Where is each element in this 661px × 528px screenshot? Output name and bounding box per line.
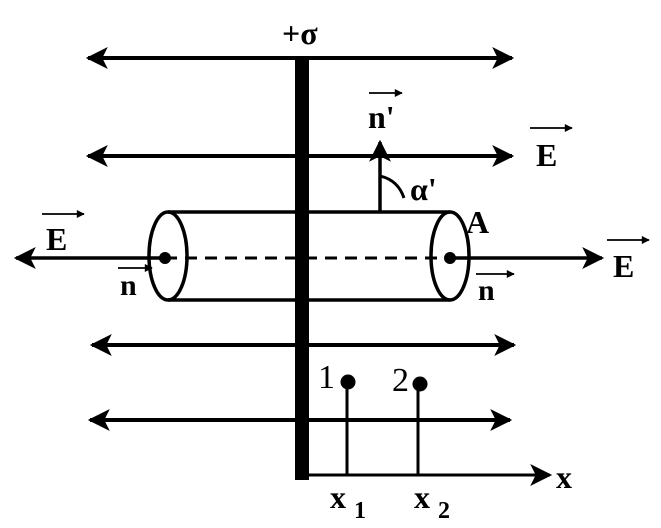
point1-dot — [340, 374, 356, 390]
cylinder-left-cap — [147, 210, 189, 302]
right-cap-center-dot — [444, 252, 456, 264]
plate-charge-label: +σ — [282, 15, 318, 51]
x2-main: x — [414, 479, 430, 515]
cylinder-right-cap — [429, 210, 471, 302]
x1-subscript: 1 — [354, 498, 366, 524]
e-label-upper-right: E — [536, 137, 557, 173]
x1-label: x 1 — [330, 479, 366, 524]
angle-arc — [379, 174, 406, 199]
x-axis-label: x — [556, 459, 572, 495]
left-cap-center-dot — [159, 252, 171, 264]
point2-dot — [412, 376, 428, 392]
point-a-label: A — [466, 204, 489, 240]
n-label-right: n — [478, 274, 495, 307]
n-prime-label: n' — [368, 99, 395, 135]
x2-label: x 2 — [414, 479, 450, 524]
n-label-left: n — [120, 269, 137, 302]
point2-label: 2 — [392, 362, 409, 399]
point1-label: 1 — [318, 359, 335, 396]
e-label-right: E — [613, 248, 634, 284]
x1-main: x — [330, 479, 346, 515]
x2-subscript: 2 — [438, 498, 450, 524]
e-label-left: E — [46, 221, 67, 257]
angle-label: α' — [410, 171, 437, 207]
